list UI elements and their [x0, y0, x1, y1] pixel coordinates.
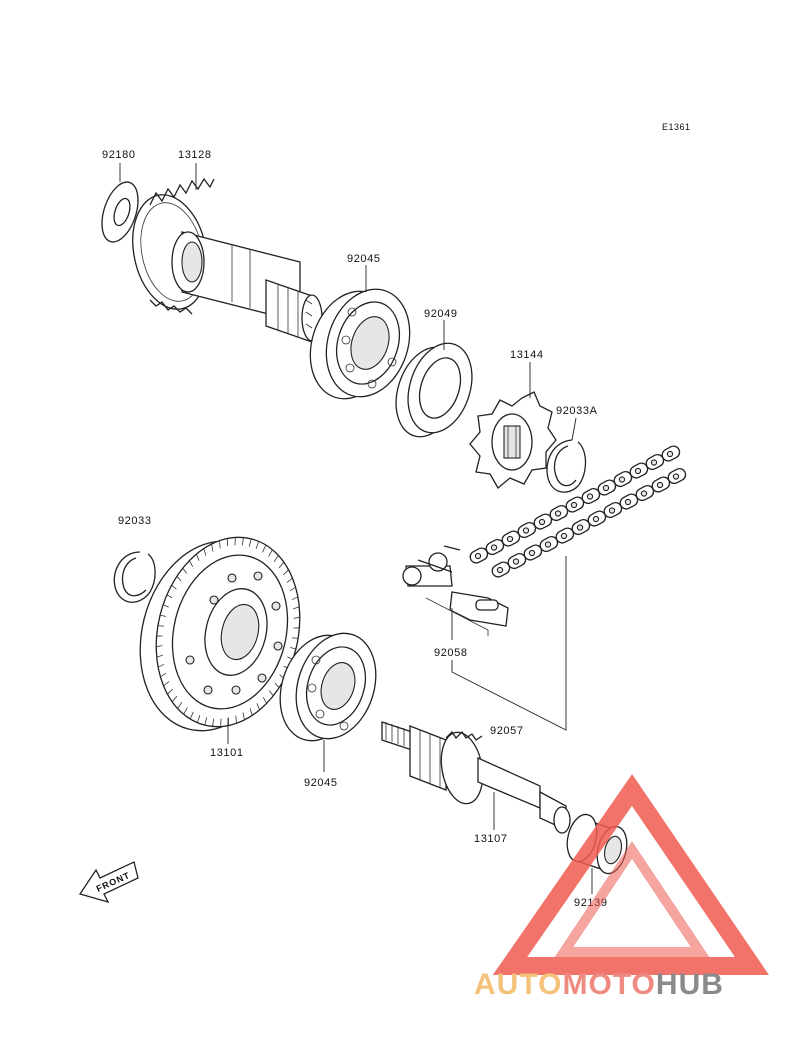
chain-pin: [560, 532, 568, 540]
chain-pin: [640, 490, 648, 497]
chain-pin: [656, 481, 664, 489]
chain-pin: [474, 552, 482, 560]
chain-pin: [666, 450, 674, 458]
shaft-13107[interactable]: [381, 721, 571, 834]
chain-pin: [634, 467, 642, 475]
part-label-13101[interactable]: 13101: [210, 747, 244, 759]
chain-pin: [544, 541, 552, 548]
sprocket-13144[interactable]: [469, 391, 557, 489]
chain-pin: [586, 493, 594, 500]
chain-pin: [650, 459, 658, 466]
part-label-92058[interactable]: 92058: [434, 647, 468, 659]
part-label-13128[interactable]: 13128: [178, 149, 212, 161]
gear-13101[interactable]: [121, 522, 319, 746]
chain-pin: [624, 498, 632, 506]
part-label-92045-upper[interactable]: 92045: [347, 253, 381, 265]
part-label-13107[interactable]: 13107: [474, 833, 508, 845]
part-labels: 92180 13128 92045 92049 13144 92033A 920…: [102, 149, 607, 909]
chain-pin: [576, 524, 584, 531]
leader-lines: [119, 163, 593, 894]
bearing-92045-upper[interactable]: [297, 278, 423, 409]
part-label-13144[interactable]: 13144: [510, 349, 544, 361]
chain-joint-92058[interactable]: [402, 545, 509, 636]
chain-pin: [608, 507, 616, 514]
part-label-92045-lower[interactable]: 92045: [304, 777, 338, 789]
part-label-92180[interactable]: 92180: [102, 149, 136, 161]
washer-92180[interactable]: [95, 178, 145, 247]
chain-pin: [618, 476, 626, 483]
chain-pin: [490, 544, 498, 551]
chain-pin: [538, 518, 546, 526]
chain-pin: [522, 527, 530, 534]
chain-pin: [570, 501, 578, 509]
diagram-code: E1361: [662, 122, 691, 132]
chain-pin: [554, 510, 562, 517]
chain-pin: [602, 484, 610, 492]
chain-pin: [496, 566, 504, 574]
front-arrow-icon: FRONT: [78, 861, 139, 904]
chain-pin: [512, 558, 520, 565]
chain-pin: [506, 535, 514, 543]
oil-seal-92049[interactable]: [385, 335, 482, 445]
chain-pin: [672, 473, 680, 480]
watermark-logo: AUTOMOTOHUB: [474, 774, 770, 1001]
circlip-92033[interactable]: [113, 551, 156, 603]
chain-pin: [528, 549, 536, 557]
gear-shaft-13128[interactable]: [123, 177, 323, 343]
bearing-92045-lower[interactable]: [267, 623, 389, 751]
part-label-92033A[interactable]: 92033A: [556, 405, 598, 417]
part-label-92049[interactable]: 92049: [424, 308, 458, 320]
chain-92057[interactable]: [468, 444, 688, 579]
part-label-92033[interactable]: 92033: [118, 515, 152, 527]
circlip-92033A[interactable]: [546, 439, 587, 493]
chain-pin: [592, 515, 600, 523]
watermark-text: AUTOMOTOHUB: [474, 968, 724, 1001]
part-label-92057[interactable]: 92057: [490, 725, 524, 737]
